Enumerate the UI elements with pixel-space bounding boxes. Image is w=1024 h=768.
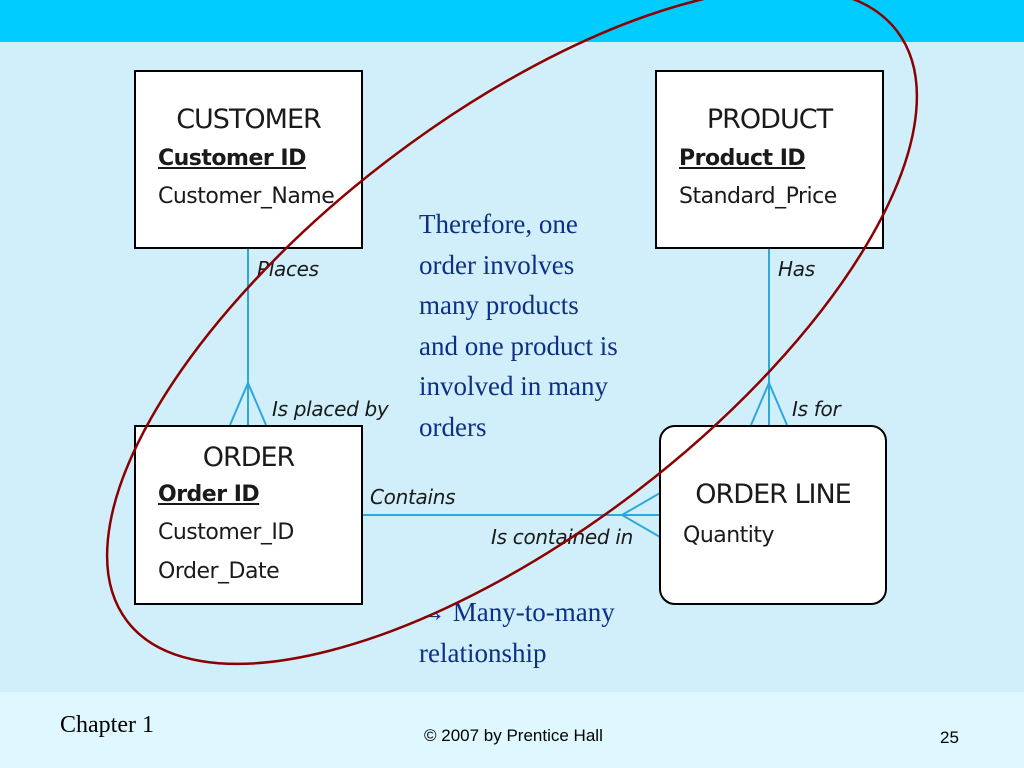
explanation-line: and one product is: [419, 330, 618, 361]
attribute: Order_Date: [158, 559, 280, 584]
order-entity[interactable]: ORDER Order ID Customer_ID Order_Date: [134, 425, 363, 605]
relationship-label-is-contained-in: Is contained in: [491, 525, 634, 549]
attribute: Customer_ID: [158, 520, 294, 545]
attribute: Customer_Name: [158, 184, 335, 209]
attribute: Quantity: [683, 523, 775, 548]
conclusion-text: → Many-to-many relationship: [419, 592, 615, 673]
relationship-label-contains: Contains: [370, 485, 456, 509]
relationship-label-places: Places: [257, 257, 319, 281]
footer-chapter: Chapter 1: [60, 712, 154, 738]
explanation-text: Therefore, one order involves many produ…: [419, 204, 618, 447]
product-entity[interactable]: PRODUCT Product ID Standard_Price: [655, 70, 884, 249]
explanation-line: order involves: [419, 249, 575, 280]
arrow-right-icon: →: [419, 597, 446, 627]
entity-title: PRODUCT: [706, 104, 833, 135]
explanation-line: many products: [419, 290, 579, 320]
customer-entity[interactable]: CUSTOMER Customer ID Customer_Name: [134, 70, 363, 249]
primary-key: Customer ID: [158, 146, 306, 171]
explanation-line: orders: [419, 411, 487, 442]
entity-title: CUSTOMER: [176, 104, 322, 135]
entity-title: ORDER: [202, 442, 296, 473]
conclusion-line: Many-to-many: [452, 597, 615, 627]
relationship-label-is-for: Is for: [792, 397, 841, 421]
primary-key: Product ID: [679, 146, 806, 171]
page-number: 25: [940, 728, 959, 747]
entity-title: ORDER LINE: [695, 479, 851, 510]
primary-key: Order ID: [158, 482, 260, 507]
relationship-label-is-placed-by: Is placed by: [272, 397, 389, 421]
order-line-entity[interactable]: ORDER LINE Quantity: [659, 425, 887, 605]
attribute: Standard_Price: [679, 184, 837, 209]
explanation-line: involved in many: [419, 371, 608, 401]
explanation-line: Therefore, one: [419, 209, 578, 239]
footer-copyright: © 2007 by Prentice Hall: [424, 726, 603, 745]
relationship-label-has: Has: [778, 257, 815, 281]
conclusion-line: relationship: [419, 637, 547, 668]
footer: Chapter 1 © 2007 by Prentice Hall 25: [0, 692, 1024, 768]
